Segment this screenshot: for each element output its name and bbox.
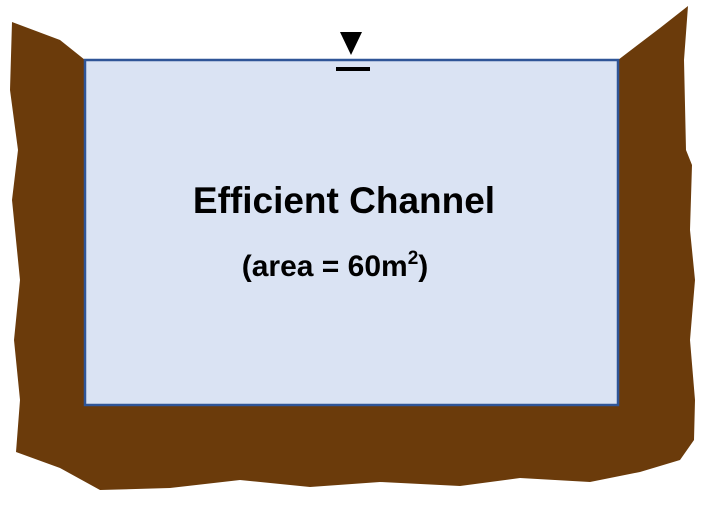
channel-area-label: (area = 60m2) xyxy=(242,248,429,283)
inverted-triangle-water-level-icon xyxy=(340,32,362,55)
water-level-line xyxy=(336,67,370,71)
area-label-superscript: 2 xyxy=(408,248,419,269)
water-surface-marker xyxy=(336,32,370,71)
channel-water xyxy=(83,58,620,407)
area-label-prefix: (area = 60m xyxy=(242,250,408,283)
area-label-suffix: ) xyxy=(418,250,428,283)
channel-title: Efficient Channel xyxy=(193,180,495,221)
